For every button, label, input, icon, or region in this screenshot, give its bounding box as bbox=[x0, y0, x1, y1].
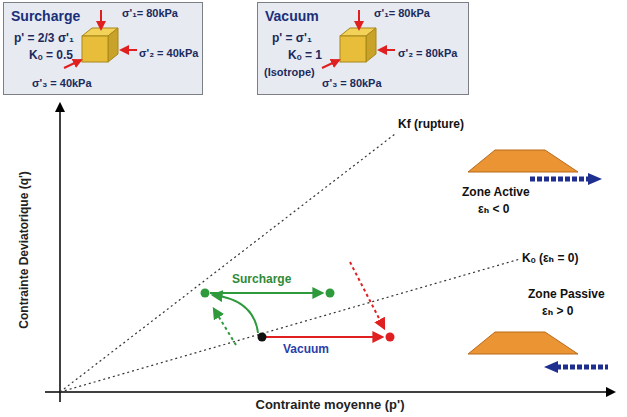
stress-arrow bbox=[121, 49, 137, 51]
stress-path bbox=[264, 336, 382, 338]
embankment-icon bbox=[556, 365, 608, 370]
panel-fill bbox=[3, 2, 469, 95]
stress-path bbox=[214, 309, 236, 345]
embankment-icon bbox=[530, 177, 590, 182]
line-label: Kₒ (εₕ = 0) bbox=[522, 252, 578, 266]
embankment-icon bbox=[468, 150, 578, 172]
formula: Kₒ = 0.5 bbox=[29, 49, 73, 63]
axis bbox=[45, 104, 614, 402]
path-label: Surcharge bbox=[232, 273, 291, 287]
stress-arrow bbox=[322, 60, 339, 68]
stress-point bbox=[201, 289, 210, 298]
stress-panel: Vacuum p' = σ'₁ Kₒ = 1 (Isotrope) σ'₁= 80kPa… bbox=[257, 2, 469, 95]
axis-label: Contrainte Deviatorique (q') bbox=[18, 171, 32, 329]
panel-title: Surcharge bbox=[11, 8, 80, 24]
stress-point bbox=[326, 289, 335, 298]
stress-panel: Surcharge p' = 2/3 σ'₁ Kₒ = 0.5 σ'₁= 80kPa σ… bbox=[3, 2, 203, 95]
zone-label: εₕ > 0 bbox=[542, 305, 574, 319]
formula: p' = 2/3 σ'₁ bbox=[14, 32, 74, 46]
stress-arrow bbox=[64, 10, 395, 68]
axis bbox=[45, 391, 614, 393]
axis-label: Contrainte moyenne (p') bbox=[256, 398, 405, 413]
path-label: Vacuum bbox=[283, 343, 329, 357]
panel-fill bbox=[257, 2, 469, 95]
stress-path bbox=[213, 295, 258, 333]
formula: (Isotrope) bbox=[264, 66, 315, 79]
stress-value: σ'₁= 80kPa bbox=[374, 7, 430, 20]
stress-arrow bbox=[100, 10, 102, 29]
stress-cube bbox=[340, 36, 366, 62]
axis bbox=[59, 104, 61, 402]
stress-path bbox=[210, 262, 384, 345]
embankment-icon bbox=[468, 150, 608, 373]
stress-cube bbox=[108, 28, 118, 62]
stress-path bbox=[210, 292, 322, 294]
stress-cube bbox=[82, 28, 376, 62]
zone-label: Zone Passive bbox=[528, 288, 605, 302]
formula: p' = σ'₁ bbox=[272, 32, 312, 46]
stress-point bbox=[201, 289, 395, 342]
stress-value: σ'₂ = 40kPa bbox=[139, 47, 198, 60]
stress-value: σ'₃ = 80kPa bbox=[322, 77, 382, 90]
zone-label: Zone Active bbox=[462, 186, 530, 200]
embankment-icon bbox=[588, 173, 602, 185]
stress-line bbox=[60, 134, 520, 392]
stress-arrow bbox=[358, 10, 360, 29]
stress-value: σ'₁= 80kPa bbox=[122, 7, 178, 20]
stress-value: σ'₂ = 80kPa bbox=[398, 47, 457, 60]
embankment-icon bbox=[468, 332, 578, 354]
stress-path bbox=[350, 262, 384, 328]
stress-arrow bbox=[379, 49, 395, 51]
stress-point bbox=[386, 333, 395, 342]
formula: Kₒ = 1 bbox=[288, 49, 322, 63]
stress-value: σ'₃ = 40kPa bbox=[32, 77, 92, 90]
panel-title: Vacuum bbox=[265, 8, 319, 24]
stress-point bbox=[258, 333, 267, 342]
stress-cube bbox=[82, 36, 108, 62]
stress-cube bbox=[366, 28, 376, 62]
line-label: Kf (rupture) bbox=[398, 118, 464, 132]
stress-line bbox=[60, 259, 520, 392]
embankment-icon bbox=[544, 361, 558, 373]
stress-line bbox=[60, 134, 395, 392]
panel-fill bbox=[3, 2, 203, 95]
zone-label: εₕ < 0 bbox=[478, 203, 510, 217]
